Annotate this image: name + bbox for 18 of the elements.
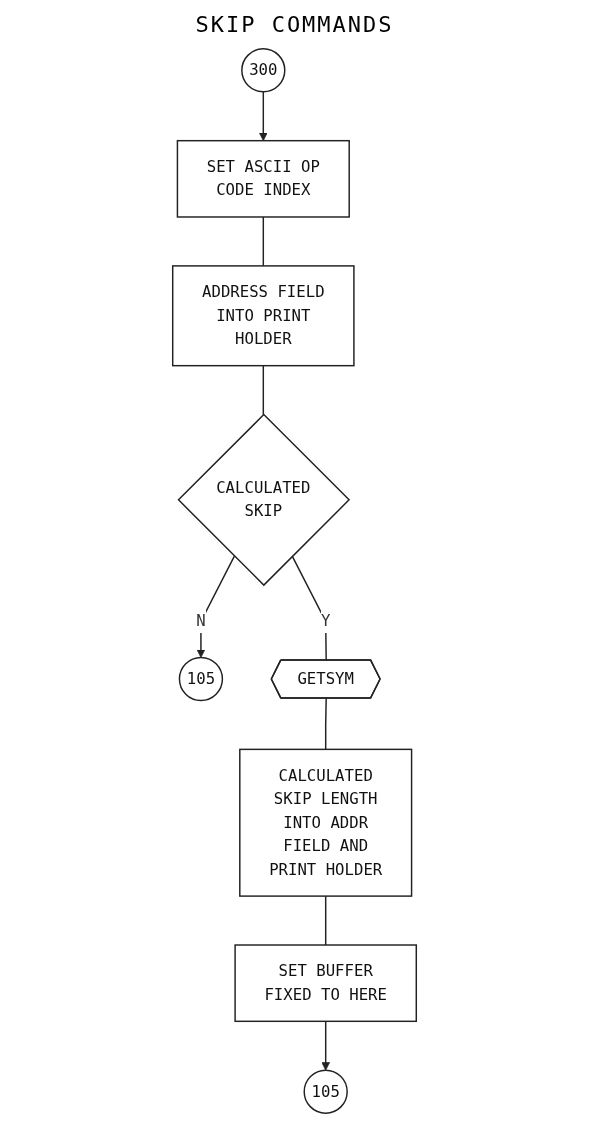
node-circle: 300 xyxy=(241,48,286,93)
connector xyxy=(262,364,265,416)
node-diamond: CALCULATED SKIP xyxy=(177,413,351,587)
arrow xyxy=(259,91,268,142)
node-box: SET ASCII OP CODE INDEX xyxy=(176,139,350,218)
connector xyxy=(262,216,265,267)
edge-label: Y xyxy=(320,611,331,631)
node-box: CALCULATED SKIP LENGTH INTO ADDR FIELD AND PRINT HOLDER xyxy=(239,748,413,897)
node-box: ADDRESS FIELD INTO PRINT HOLDER xyxy=(171,265,355,367)
arrow xyxy=(196,555,236,658)
node-circle: 105 xyxy=(303,1069,348,1114)
connector xyxy=(324,895,327,946)
edge-label: N xyxy=(196,611,206,631)
node-circle: 105 xyxy=(178,656,224,702)
connector xyxy=(324,697,327,751)
arrow xyxy=(321,1020,330,1071)
diagram-title: SKIP COMMANDS xyxy=(194,11,395,39)
node-box: SET BUFFER FIXED TO HERE xyxy=(234,944,418,1023)
